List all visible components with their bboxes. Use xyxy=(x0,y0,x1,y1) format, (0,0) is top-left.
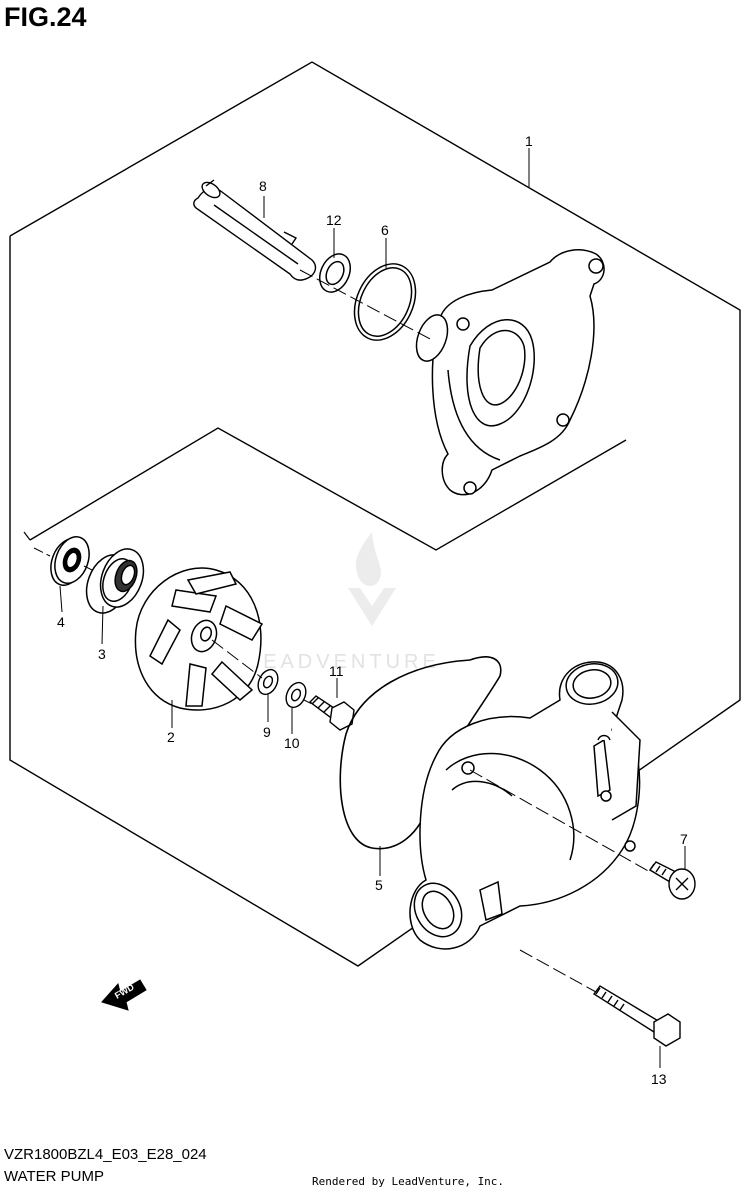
watermark: LEADVENTURE xyxy=(248,532,440,673)
callout-3: 3 xyxy=(98,646,106,662)
callout-12: 12 xyxy=(326,212,342,228)
rendered-by: Rendered by LeadVenture, Inc. xyxy=(312,1175,505,1188)
washer-part xyxy=(257,668,279,696)
callout-5: 5 xyxy=(375,877,383,893)
small-washer-part xyxy=(285,681,307,709)
impeller-bolt-part xyxy=(308,695,355,731)
pump-body-part xyxy=(409,661,641,950)
callout-13: 13 xyxy=(651,1071,667,1087)
o-ring-cover-part xyxy=(353,263,417,341)
callout-11: 11 xyxy=(329,663,344,679)
figure-title: FIG.24 xyxy=(4,2,87,32)
shaft-part xyxy=(193,179,317,281)
callout-8: 8 xyxy=(259,178,267,194)
seal-washer-part xyxy=(319,253,351,293)
mechanical-seal-part xyxy=(85,548,145,614)
leader-lines xyxy=(33,148,686,1068)
model-code: VZR1800BZL4_E03_E28_024 xyxy=(4,1146,207,1163)
callout-4: 4 xyxy=(57,614,65,630)
figure-name: WATER PUMP xyxy=(4,1168,104,1185)
sub-assembly-frame xyxy=(29,427,627,551)
fwd-arrow: FWD xyxy=(101,979,147,1011)
impeller-part xyxy=(134,567,264,711)
callout-10: 10 xyxy=(284,735,300,751)
callout-numbers: 1 8 12 6 4 3 2 9 10 11 5 7 13 xyxy=(57,133,688,1087)
callout-2: 2 xyxy=(167,729,175,745)
callout-1: 1 xyxy=(525,133,533,149)
pump-cover-part xyxy=(415,249,605,496)
sub-assembly-frame-edge xyxy=(23,531,31,541)
callout-7: 7 xyxy=(680,831,688,847)
watermark-text: LEADVENTURE xyxy=(248,651,440,673)
callout-6: 6 xyxy=(381,222,389,238)
short-bolt-part xyxy=(648,861,696,900)
callout-9: 9 xyxy=(263,724,271,740)
oil-seal-part xyxy=(50,536,90,586)
assembly-frame xyxy=(9,61,741,967)
long-bolt-part xyxy=(592,985,681,1047)
